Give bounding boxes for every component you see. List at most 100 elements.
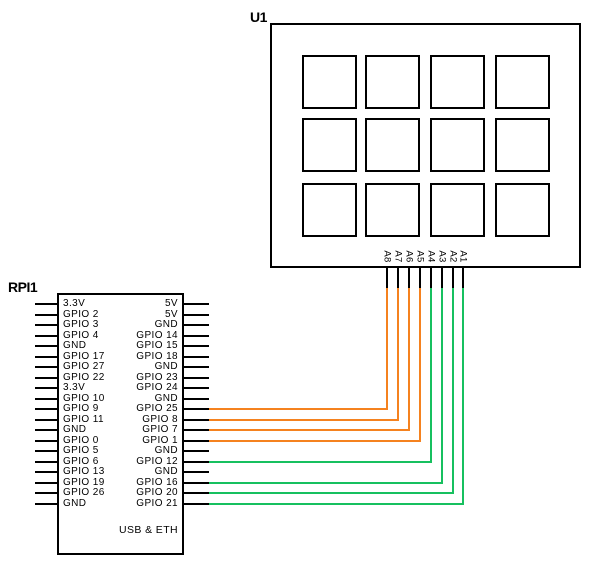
rpi-right-pin[interactable] xyxy=(183,324,209,326)
rpi-left-pin[interactable] xyxy=(35,440,58,442)
keypad-pin-a5[interactable] xyxy=(419,266,421,288)
wire-a3-gpio16-vertical[interactable] xyxy=(441,288,443,484)
rpi-right-pin[interactable] xyxy=(183,461,209,463)
keypad-pin-a2[interactable] xyxy=(452,266,454,288)
wire-a5-gpio1-vertical[interactable] xyxy=(419,288,421,442)
rpi-right-pin-label: GPIO 1 xyxy=(142,435,178,446)
rpi-left-pin[interactable] xyxy=(35,419,58,421)
rpi-component[interactable] xyxy=(57,293,184,555)
wire-a7-gpio8-vertical[interactable] xyxy=(397,288,399,421)
rpi-left-pin-label: GPIO 17 xyxy=(63,351,105,362)
rpi-right-pin[interactable] xyxy=(183,335,209,337)
rpi-right-pin-label: 5V xyxy=(164,298,178,309)
rpi-left-pin[interactable] xyxy=(35,303,58,305)
wire-a5-gpio1-horizontal[interactable] xyxy=(209,440,421,442)
wire-a6-gpio7-vertical[interactable] xyxy=(408,288,410,431)
rpi-right-pin-label: GND xyxy=(154,393,178,404)
rpi-right-pin[interactable] xyxy=(183,440,209,442)
wire-a8-gpio25-vertical[interactable] xyxy=(386,288,388,410)
rpi-left-pin[interactable] xyxy=(35,314,58,316)
rpi-right-pin[interactable] xyxy=(183,429,209,431)
rpi-right-pin[interactable] xyxy=(183,377,209,379)
rpi-left-pin[interactable] xyxy=(35,429,58,431)
keypad-pin-a4[interactable] xyxy=(430,266,432,288)
rpi-left-pin[interactable] xyxy=(35,335,58,337)
wire-a3-gpio16-horizontal[interactable] xyxy=(209,482,443,484)
wire-a7-gpio8-horizontal[interactable] xyxy=(209,419,399,421)
rpi-right-pin[interactable] xyxy=(183,503,209,505)
keypad-key xyxy=(495,118,550,172)
rpi-right-pin[interactable] xyxy=(183,387,209,389)
rpi-left-pin[interactable] xyxy=(35,503,58,505)
wire-a2-gpio20-vertical[interactable] xyxy=(452,288,454,494)
wire-a8-gpio25-horizontal[interactable] xyxy=(209,408,388,410)
rpi-right-pin[interactable] xyxy=(183,314,209,316)
rpi-right-pin[interactable] xyxy=(183,398,209,400)
rpi-left-pin[interactable] xyxy=(35,324,58,326)
rpi-right-pin[interactable] xyxy=(183,408,209,410)
rpi-left-pin[interactable] xyxy=(35,398,58,400)
keypad-key xyxy=(302,55,357,109)
keypad-pin-label: A8 xyxy=(381,250,393,263)
keypad-ref-label: U1 xyxy=(250,9,267,25)
rpi-left-pin-label: GPIO 5 xyxy=(63,445,99,456)
rpi-left-pin[interactable] xyxy=(35,356,58,358)
rpi-ref-label: RPI1 xyxy=(8,279,38,295)
rpi-right-pin[interactable] xyxy=(183,345,209,347)
keypad-pin-label: A5 xyxy=(414,250,426,263)
rpi-left-pin-label: GPIO 19 xyxy=(63,477,105,488)
rpi-right-pin-label: GPIO 18 xyxy=(136,351,178,362)
rpi-right-pin[interactable] xyxy=(183,366,209,368)
keypad-key xyxy=(495,55,550,109)
rpi-left-pin[interactable] xyxy=(35,345,58,347)
wire-a6-gpio7-horizontal[interactable] xyxy=(209,429,410,431)
rpi-left-pin[interactable] xyxy=(35,492,58,494)
rpi-left-pin-label: GPIO 22 xyxy=(63,372,105,383)
rpi-right-pin-label: GPIO 12 xyxy=(136,456,178,467)
wire-a1-gpio21-vertical[interactable] xyxy=(462,288,464,505)
keypad-key xyxy=(302,183,357,237)
wire-a1-gpio21-horizontal[interactable] xyxy=(209,503,464,505)
rpi-left-pin-label: GPIO 0 xyxy=(63,435,99,446)
keypad-pin-a1[interactable] xyxy=(462,266,464,288)
wire-a4-gpio12-vertical[interactable] xyxy=(430,288,432,463)
rpi-left-pin[interactable] xyxy=(35,461,58,463)
keypad-key xyxy=(430,183,485,237)
keypad-pin-a3[interactable] xyxy=(441,266,443,288)
rpi-left-pin[interactable] xyxy=(35,408,58,410)
rpi-right-pin[interactable] xyxy=(183,492,209,494)
rpi-right-pin-label: GPIO 25 xyxy=(136,403,178,414)
rpi-left-pin[interactable] xyxy=(35,366,58,368)
rpi-right-pin-label: GPIO 21 xyxy=(136,498,178,509)
rpi-right-pin-label: GPIO 7 xyxy=(142,424,178,435)
keypad-pin-a8[interactable] xyxy=(386,266,388,288)
rpi-left-pin[interactable] xyxy=(35,387,58,389)
rpi-left-pin[interactable] xyxy=(35,482,58,484)
rpi-right-pin-label: GPIO 23 xyxy=(136,372,178,383)
keypad-key xyxy=(365,183,420,237)
keypad-pin-label: A7 xyxy=(392,250,404,263)
keypad-pin-a6[interactable] xyxy=(408,266,410,288)
rpi-right-pin[interactable] xyxy=(183,303,209,305)
keypad-key xyxy=(365,118,420,172)
rpi-right-pin[interactable] xyxy=(183,356,209,358)
rpi-left-pin-label: GND xyxy=(63,498,87,509)
rpi-right-pin-label: 5V xyxy=(164,309,178,320)
rpi-left-pin[interactable] xyxy=(35,471,58,473)
rpi-left-pin[interactable] xyxy=(35,377,58,379)
rpi-right-pin[interactable] xyxy=(183,471,209,473)
rpi-left-pin[interactable] xyxy=(35,450,58,452)
keypad-key xyxy=(430,118,485,172)
keypad-key xyxy=(430,55,485,109)
wire-a2-gpio20-horizontal[interactable] xyxy=(209,492,454,494)
rpi-left-pin-label: GPIO 3 xyxy=(63,319,99,330)
rpi-left-pin-label: GPIO 11 xyxy=(63,414,104,425)
rpi-right-pin[interactable] xyxy=(183,419,209,421)
keypad-pin-label: A1 xyxy=(457,250,469,263)
rpi-right-pin[interactable] xyxy=(183,450,209,452)
rpi-right-pin[interactable] xyxy=(183,482,209,484)
wire-a4-gpio12-horizontal[interactable] xyxy=(209,461,432,463)
keypad-pin-a7[interactable] xyxy=(397,266,399,288)
keypad-pin-label: A6 xyxy=(403,250,415,263)
